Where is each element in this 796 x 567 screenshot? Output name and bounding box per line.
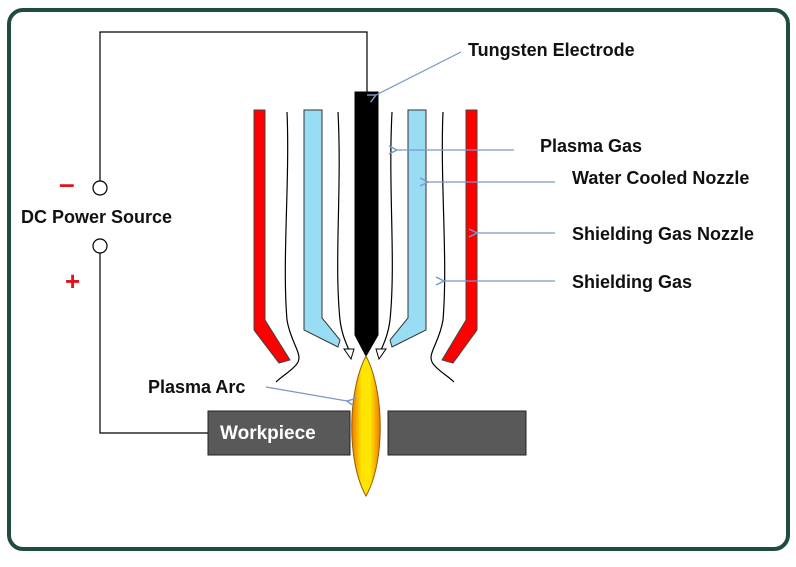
circuit-wire-negative [99,31,368,185]
tungsten-electrode-label: Tungsten Electrode [468,40,635,60]
shielding-gas-nozzle-label: Shielding Gas Nozzle [572,224,755,244]
plasma-gas-flow-left [337,111,350,351]
water-cooled-nozzle-label: Water Cooled Nozzle [572,168,750,188]
diagram-frame [7,8,790,551]
shielding-gas-nozzle-right [441,109,478,364]
negative-polarity-sign: – [59,168,75,199]
plasma-gas-arrow-left [343,348,355,361]
shielding-gas-flow-left [275,111,300,383]
shielding-gas-label: Shielding Gas [572,272,693,292]
circuit-wire-positive [99,252,208,434]
water-cooled-nozzle-right [389,109,427,348]
plasma-arc-pointer [265,386,347,401]
workpiece-label: Workpiece [220,423,316,444]
dc-power-source-label: DC Power Source [21,207,173,227]
shielding-gas-flow-right [430,111,455,383]
workpiece-right [387,410,527,456]
positive-polarity-sign: + [65,266,81,296]
water-cooled-nozzle-left [303,109,341,348]
plasma-arc-label: Plasma Arc [148,377,246,397]
tungsten-electrode-pointer [376,51,462,95]
negative-terminal [92,180,108,196]
shielding-gas-nozzle-left [253,109,291,364]
plasma-arc [351,354,381,498]
plasma-gas-flow-right [380,111,393,351]
positive-terminal [92,238,108,254]
workpiece-left [207,410,351,456]
plasma-gas-arrow-right [375,348,387,361]
plasma-gas-label: Plasma Gas [540,136,643,156]
tungsten-electrode [354,91,379,358]
